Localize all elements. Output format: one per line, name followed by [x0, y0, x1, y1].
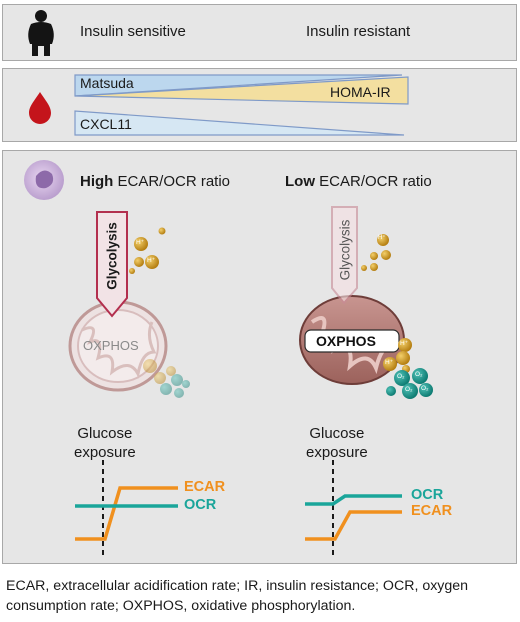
- figure-caption: ECAR, extracellular acidification rate; …: [6, 578, 469, 614]
- right-timecourse-chart: [305, 460, 402, 556]
- left-heading: High ECAR/OCR ratio: [80, 173, 230, 190]
- right-glycolysis-label: Glycolysis: [337, 219, 353, 281]
- left-faded-products: [143, 359, 190, 398]
- right-ocr-label: OCR: [411, 487, 444, 503]
- right-heading: Low ECAR/OCR ratio: [285, 173, 432, 190]
- right-oxphos-label: OXPHOS: [316, 333, 376, 349]
- left-heading-rest: ECAR/OCR ratio: [113, 173, 231, 190]
- left-ecar-label: ECAR: [184, 479, 226, 495]
- left-proton-label-2: H⁺: [147, 257, 156, 264]
- homa-ir-label: HOMA-IR: [330, 84, 391, 100]
- left-timecourse-chart: [75, 460, 178, 556]
- right-proton-cluster-small: [361, 234, 391, 271]
- left-oxphos-label: OXPHOS: [83, 338, 139, 353]
- monocyte-cell-icon: [24, 160, 64, 200]
- right-glycolysis-arrow: [331, 206, 358, 305]
- left-proton-label-1: H⁺: [136, 239, 145, 246]
- header-panel: [2, 4, 517, 61]
- right-heading-bold: Low: [285, 173, 315, 190]
- right-proton-label-2: H⁺: [400, 340, 409, 347]
- left-exposure-line2: exposure: [74, 444, 136, 461]
- right-ecar-line: [305, 510, 402, 541]
- left-glycolysis-label: Glycolysis: [104, 222, 120, 290]
- cxcl11-label: CXCL11: [80, 116, 132, 132]
- right-exposure-line2: exposure: [306, 444, 368, 461]
- left-exposure-line1: Glucose: [77, 425, 133, 442]
- right-exposure-line1: Glucose: [309, 425, 365, 442]
- left-ecar-line: [75, 486, 178, 541]
- cxcl11-wedge: [74, 110, 405, 136]
- oxygen-label-2: O₂: [415, 371, 423, 378]
- left-exposure-label: Glucose exposure: [74, 424, 136, 462]
- right-mitochondrion: [299, 295, 405, 385]
- right-ecar-label: ECAR: [411, 503, 453, 519]
- left-ocr-label: OCR: [184, 497, 217, 513]
- oxygen-label-4: O₂: [421, 385, 429, 392]
- right-exposure-label: Glucose exposure: [306, 424, 368, 462]
- matsuda-label: Matsuda: [80, 75, 134, 91]
- left-heading-bold: High: [80, 173, 114, 190]
- homa-ir-wedge: [74, 76, 409, 105]
- left-proton-cluster: [129, 227, 166, 274]
- oxygen-label-1: O₂: [397, 373, 405, 380]
- right-heading-rest: ECAR/OCR ratio: [315, 173, 432, 190]
- right-proton-label-1: H⁺: [378, 235, 386, 241]
- left-glycolysis-arrow: [96, 211, 128, 318]
- insulin-sensitive-label: Insulin sensitive: [80, 23, 186, 40]
- right-ocr-line: [305, 494, 402, 506]
- right-proton-label-3: H⁺: [385, 359, 394, 366]
- diagram-canvas: [24, 10, 433, 556]
- blood-drop-icon: [29, 92, 51, 124]
- oxygen-label-3: O₂: [405, 386, 413, 393]
- right-proton-cluster-large: [383, 338, 412, 373]
- oxygen-cluster: [386, 368, 433, 399]
- person-silhouette-icon: [28, 10, 54, 56]
- insulin-resistant-label: Insulin resistant: [306, 23, 411, 40]
